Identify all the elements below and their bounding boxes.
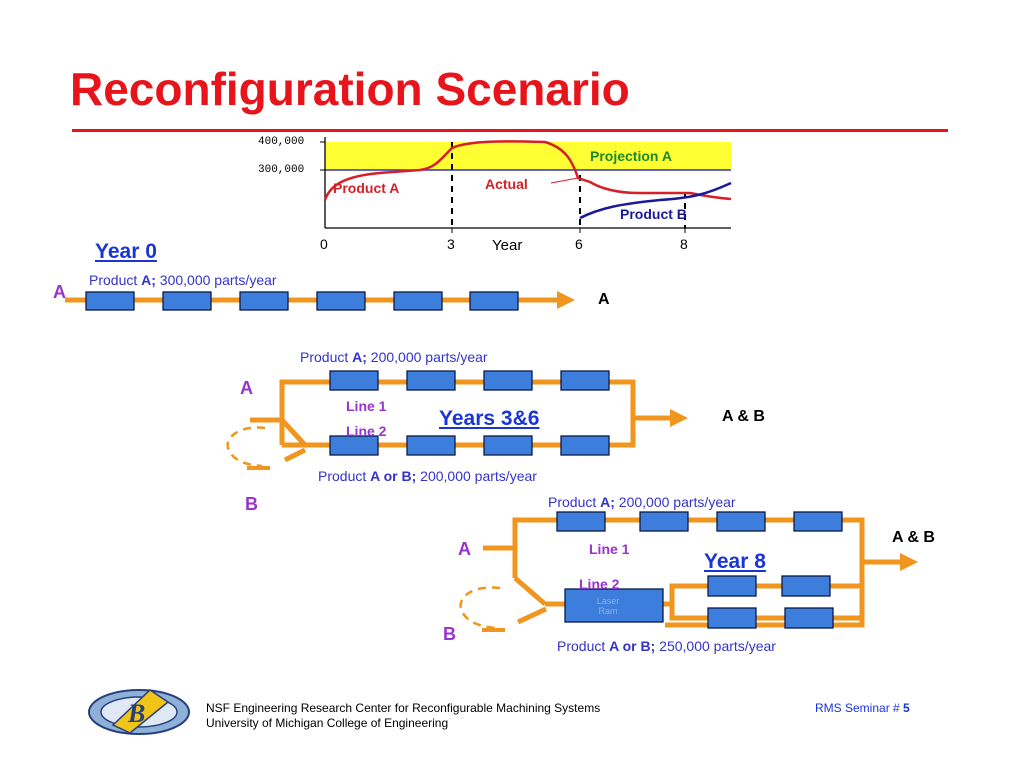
year36-top-product: Product A; 200,000 parts/year (300, 349, 488, 365)
x-tick-label: 6 (575, 236, 583, 252)
actual-pointer (550, 177, 579, 184)
year8-line2-label: Line 2 (579, 576, 620, 592)
year8-branch-top (669, 583, 862, 604)
year8-line1-label: Line 1 (589, 541, 630, 557)
machine-box (781, 575, 831, 597)
year36-heading: Years 3&6 (439, 407, 540, 430)
year8-output-label: A & B (892, 529, 935, 546)
year8-lines (459, 511, 918, 632)
year36-b-feed (283, 447, 307, 463)
x-axis-label: Year (492, 237, 523, 254)
machine-box (639, 511, 689, 532)
machine-box (707, 607, 757, 629)
machine-box (716, 511, 766, 532)
year36-input-b-label: B (245, 494, 258, 514)
y-tick-label: 300,000 (258, 164, 305, 176)
machine-box (406, 435, 456, 456)
year0-arrowhead (557, 291, 575, 309)
projection-band (325, 142, 731, 170)
year8-b-feed (516, 606, 548, 625)
machine-box (707, 575, 757, 597)
machine-box (393, 291, 443, 311)
year36-bottom-product: Product A or B; 200,000 parts/year (318, 468, 537, 484)
year36-lines (226, 370, 688, 470)
product-a-line (323, 140, 732, 201)
machine-box (316, 291, 366, 311)
year0-output-label: A (598, 291, 610, 308)
logo-bolt (111, 689, 170, 734)
year8-heading: Year 8 (704, 550, 766, 573)
machine-box (793, 511, 843, 532)
machine-box (329, 435, 379, 456)
product-b-label: Product B (620, 206, 687, 222)
product-b-line (579, 181, 732, 220)
machine-box (784, 607, 834, 629)
machine-box (406, 370, 456, 391)
special-machine-box (564, 588, 664, 623)
machine-box (329, 370, 379, 391)
year36-output-label: A & B (722, 408, 765, 425)
title-divider (72, 129, 948, 132)
x-tick-label: 0 (320, 236, 328, 252)
erc-rms-logo: B (88, 689, 190, 735)
footer-org: NSF Engineering Research Center for Reco… (206, 701, 601, 730)
year0-line (65, 291, 575, 311)
footer-slide-number: RMS Seminar # 5 (815, 701, 910, 715)
machine-box (469, 291, 519, 311)
machine-box (162, 291, 212, 311)
year36-arrowhead (670, 409, 688, 427)
machine-box (560, 435, 610, 456)
year36-input-a-label: A (240, 378, 253, 398)
year36-dashed-loop (226, 426, 266, 468)
year36-line1-label: Line 1 (346, 398, 387, 414)
machine-box (85, 291, 135, 311)
year8-input-b-label: B (443, 624, 456, 644)
year0-input-label: A (53, 282, 66, 302)
x-tick-label: 8 (680, 236, 688, 252)
year36-line2-label: Line 2 (346, 423, 387, 439)
actual-label: Actual (485, 176, 528, 192)
year0-heading: Year 0 (95, 240, 157, 263)
product-a-label: Product A (333, 180, 400, 196)
year8-dashed-loop (459, 586, 501, 630)
page-title: Reconfiguration Scenario (70, 63, 630, 115)
x-tick-label: 3 (447, 236, 455, 252)
year8-switch (513, 576, 547, 606)
projection-label: Projection A (590, 148, 672, 164)
machine-box (239, 291, 289, 311)
machine-box (556, 511, 606, 532)
year0-product-label: Product A; 300,000 parts/year (89, 272, 277, 288)
volume-chart (320, 137, 732, 233)
year8-input-a-label: A (458, 539, 471, 559)
year36-switch (280, 418, 307, 447)
year8-top-product: Product A; 200,000 parts/year (548, 494, 736, 510)
year8-arrowhead (900, 553, 918, 571)
machine-box (560, 370, 610, 391)
machine-box (483, 435, 533, 456)
logo-mark: B (127, 699, 145, 728)
y-tick-label: 400,000 (258, 136, 305, 148)
machine-box (483, 370, 533, 391)
year8-bottom-product: Product A or B; 250,000 parts/year (557, 638, 776, 654)
